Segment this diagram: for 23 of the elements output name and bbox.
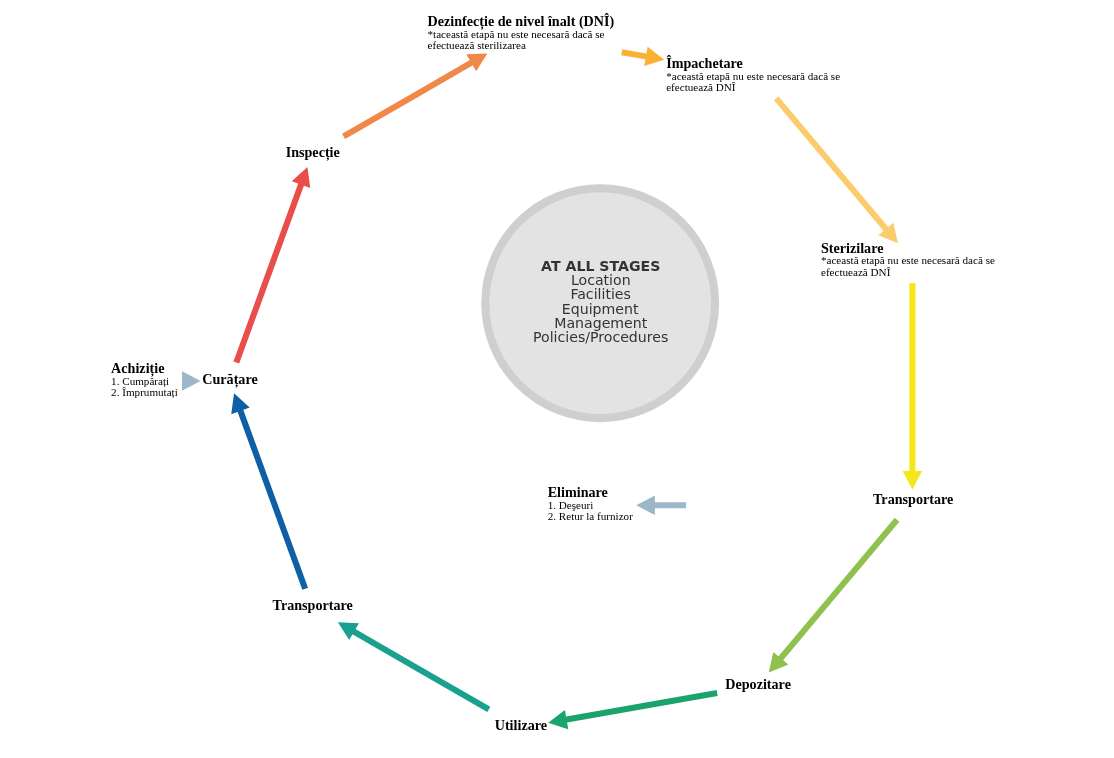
node-text: Transportare	[272, 597, 353, 614]
node-text: Împachetare *această etapă nu este necesară dacă se efectuează DNÎ	[665, 55, 840, 94]
arrow	[232, 167, 310, 364]
arrow	[768, 517, 899, 673]
arrow	[181, 371, 201, 391]
arrow	[902, 283, 922, 490]
node-text: Eliminare 1. Deşeuri 2. Retur la furnizor	[547, 484, 633, 523]
node-text: Depozitare	[724, 675, 791, 692]
node-text: Dezinfecție de nivel înalt (DNÎ) *taceastă etapă nu este necesară dacă se efectuează sterilizarea	[427, 13, 614, 52]
node-text: Achiziție 1. Cumpărați 2. Împrumutați	[110, 360, 178, 398]
node-text: Transportare	[872, 491, 953, 508]
arrow	[337, 622, 490, 713]
arrow	[341, 53, 487, 140]
arrow	[547, 690, 718, 730]
node-circle: AT ALL STAGES Location Facilities Equipment Management Policies/Procedures	[480, 184, 719, 423]
node-text: Curățare	[201, 370, 258, 387]
node-text: Utilizare	[494, 717, 547, 734]
arrow	[773, 96, 898, 244]
arrow	[635, 495, 686, 516]
arrow	[620, 46, 664, 67]
node-text: Inspecție	[285, 144, 340, 161]
arrow	[230, 393, 308, 590]
node-text: Sterizilare *această etapă nu este necesară dacă se efectuează DNÎ	[820, 239, 995, 278]
